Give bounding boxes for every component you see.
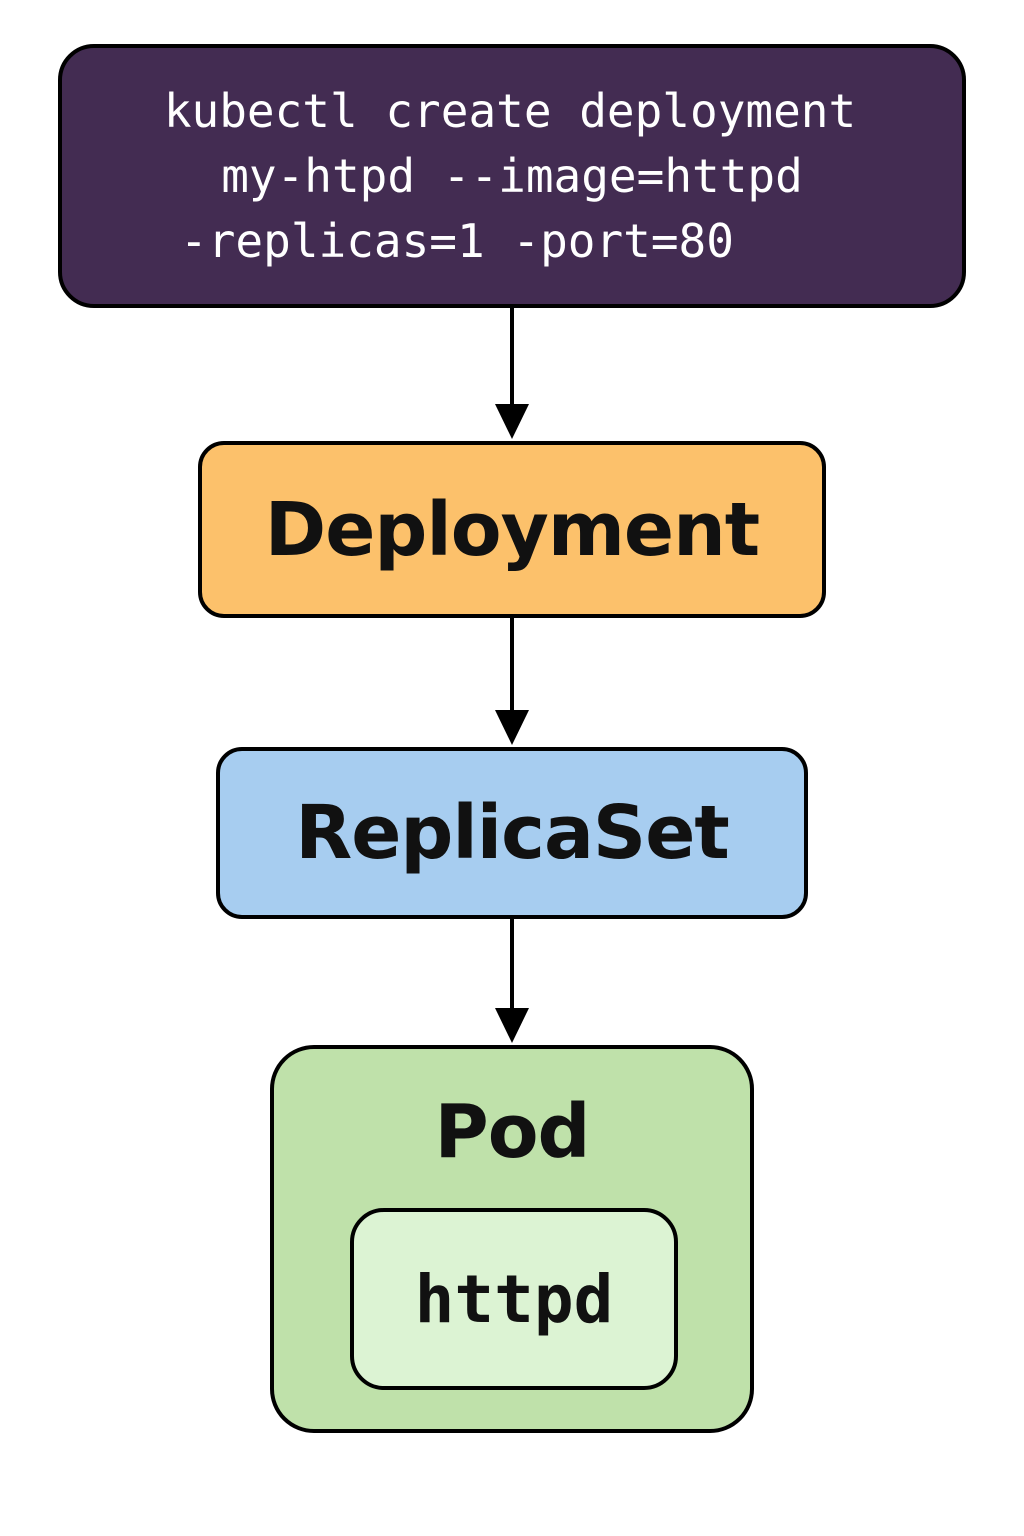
command-box: kubectl create deployment my-htpd --imag…	[58, 44, 966, 308]
deployment-label: Deployment	[264, 486, 760, 573]
deployment-box: Deployment	[198, 441, 826, 618]
container-box: httpd	[350, 1208, 678, 1390]
arrowhead-icon	[495, 1008, 529, 1043]
replicaset-label: ReplicaSet	[295, 790, 730, 876]
edge-replicaset-to-pod	[495, 919, 529, 1043]
edge-deployment-to-replicaset	[495, 618, 529, 745]
replicaset-box: ReplicaSet	[216, 747, 808, 919]
command-line-3: -replicas=1 -port=80	[180, 213, 734, 268]
container-label: httpd	[414, 1260, 614, 1338]
arrowhead-icon	[495, 710, 529, 745]
pod-label: Pod	[434, 1089, 590, 1175]
pod-box: Pod httpd	[270, 1045, 754, 1433]
command-line-1: kubectl create deployment	[163, 83, 857, 138]
command-line-2: my-htpd --image=httpd	[221, 148, 803, 203]
arrowhead-icon	[495, 404, 529, 439]
edge-command-to-deployment	[495, 308, 529, 439]
